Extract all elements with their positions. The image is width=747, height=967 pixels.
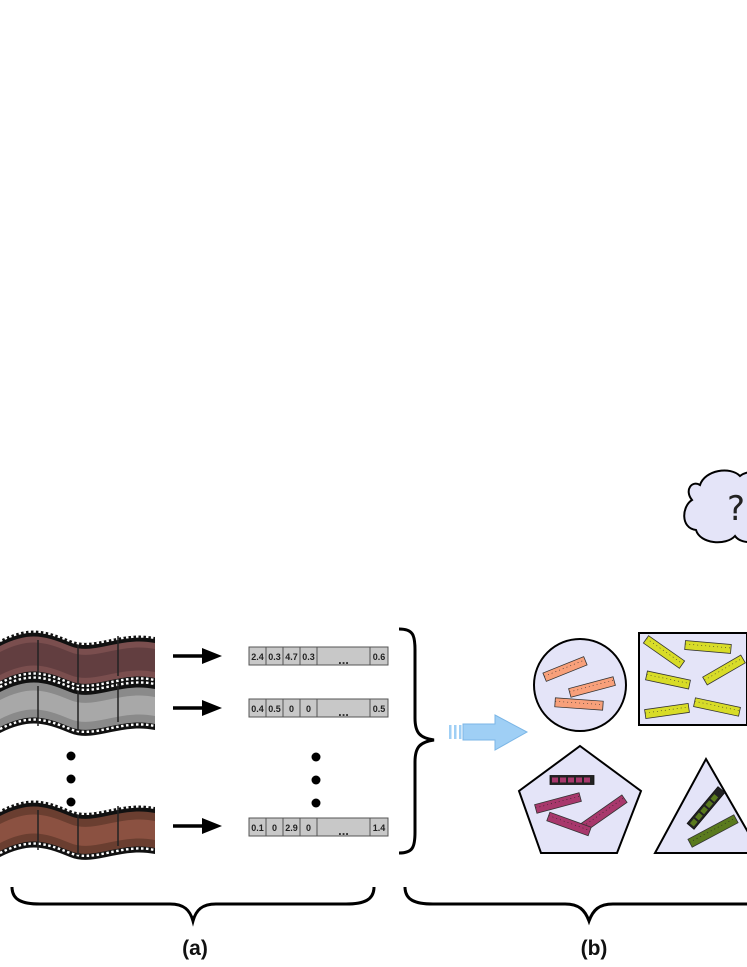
ruler — [549, 775, 595, 785]
vector-cell: 0 — [272, 823, 277, 833]
ruler — [568, 676, 616, 698]
ruler — [645, 670, 691, 690]
brace-panel-b — [403, 886, 747, 926]
feature-vector-2: 0.4 0.5 0 0 ... 0.5 — [248, 698, 389, 719]
question-cloud: ? — [683, 469, 747, 544]
square-cluster — [638, 632, 747, 726]
strip-to-vector-arrows — [173, 648, 222, 834]
vector-ellipsis: ... — [338, 652, 349, 667]
vector-ellipsis-dots — [311, 752, 321, 808]
vector-cell: 2.4 — [251, 652, 264, 662]
brace-panel-a — [10, 886, 376, 927]
vector-cell: 0.4 — [251, 704, 264, 714]
vertical-curly-brace — [398, 627, 435, 855]
film-strip-2 — [0, 676, 156, 736]
vector-cell: 0 — [306, 823, 311, 833]
vector-cell: 0.3 — [302, 652, 315, 662]
ruler — [687, 814, 739, 848]
feature-vector-1: 2.4 0.3 4.7 0.3 ... 0.6 — [248, 646, 389, 667]
arrow-1 — [173, 648, 222, 664]
ruler — [542, 656, 588, 682]
ruler — [554, 697, 604, 711]
film-strips — [0, 630, 156, 860]
vector-cell: 4.7 — [285, 652, 298, 662]
ruler — [546, 811, 592, 837]
feature-vector-3: 0.1 0 2.9 0 ... 1.4 — [248, 817, 389, 838]
vector-ellipsis: ... — [338, 704, 349, 719]
arrow-3 — [173, 818, 222, 834]
film-strip-3 — [0, 800, 156, 860]
blue-block-arrow — [449, 714, 529, 751]
film-strip-1 — [0, 630, 156, 690]
vector-cell: 0.1 — [251, 823, 264, 833]
panel-label-a: (a) — [182, 937, 208, 960]
ruler — [684, 640, 732, 654]
vector-cell-last: 0.5 — [373, 704, 386, 714]
arrow-2 — [173, 700, 222, 716]
vector-cell: 0.5 — [268, 704, 281, 714]
ruler — [702, 654, 746, 686]
panel-label-b: (b) — [581, 937, 608, 960]
ruler — [534, 792, 582, 814]
vector-cell: 0 — [306, 704, 311, 714]
ruler — [686, 786, 726, 830]
vector-cell-last: 0.6 — [373, 652, 386, 662]
question-mark: ? — [727, 489, 745, 529]
circle-cluster — [533, 638, 627, 732]
vector-cell: 2.9 — [285, 823, 298, 833]
vector-cell-last: 1.4 — [373, 823, 386, 833]
vector-cell: 0 — [289, 704, 294, 714]
ruler — [644, 703, 690, 719]
vector-ellipsis: ... — [338, 823, 349, 838]
pentagon-cluster — [517, 744, 643, 854]
ruler — [693, 697, 741, 717]
triangle-cluster — [653, 756, 747, 854]
strip-ellipsis-dots — [66, 751, 76, 807]
vector-cell: 0.3 — [268, 652, 281, 662]
ruler — [642, 635, 686, 669]
